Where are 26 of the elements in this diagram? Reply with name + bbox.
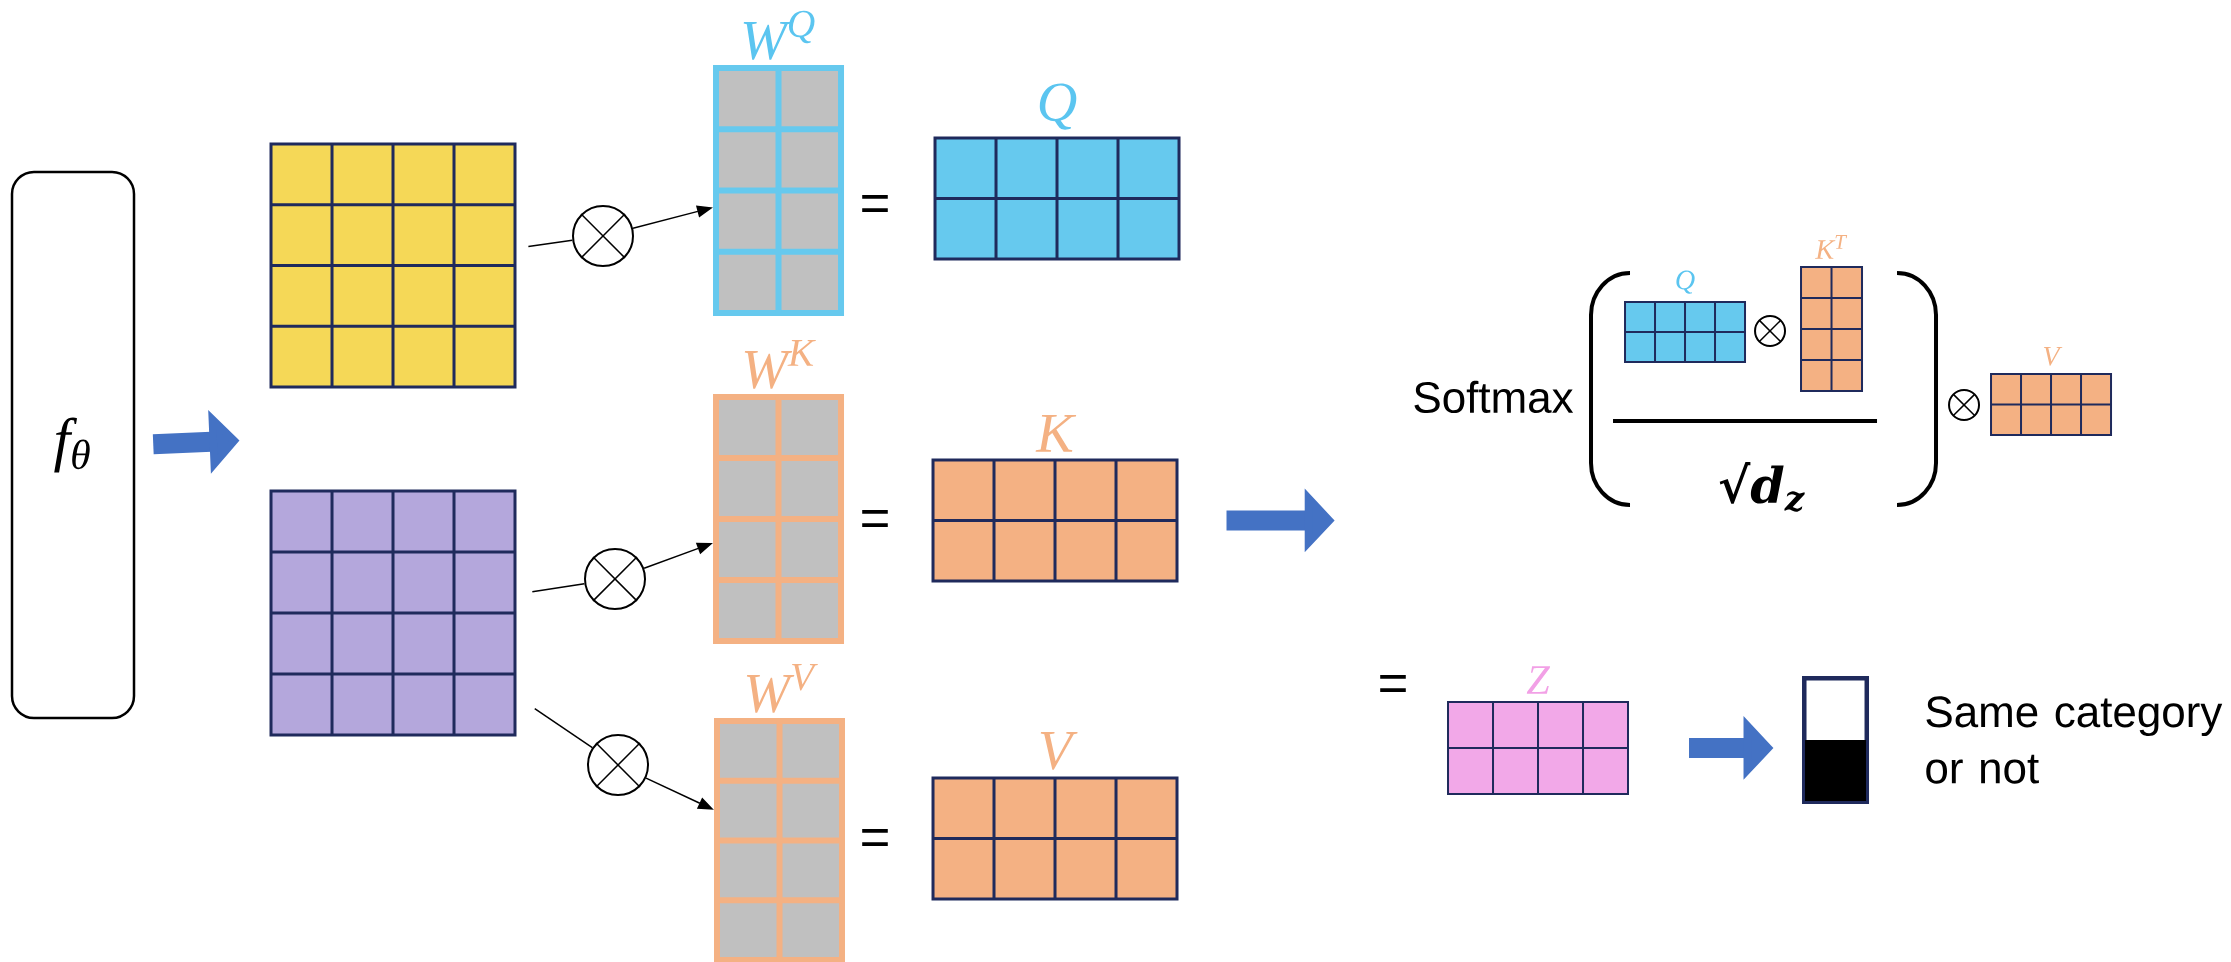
matrix-label: K$^{T}$ (1815, 235, 1848, 259)
caption-text: Same category or not (1926, 696, 2223, 784)
formula-term: √d$_{z}$ (1719, 462, 1805, 512)
equals-sign: = (862, 829, 888, 847)
matrix-label: K (1035, 414, 1077, 452)
equals-sign: = (1380, 675, 1406, 693)
matrix-label: W$^{K}$ (744, 340, 816, 389)
matrix (269, 142, 517, 389)
matrix-label: Q (1039, 83, 1077, 130)
matrix-label: Z (1526, 666, 1551, 694)
matrix-label: W$^{Q}$ (743, 10, 815, 60)
connector-line (527, 239, 574, 248)
equals-sign: = (862, 195, 888, 213)
rounded-box: f$_{θ}$ (10, 170, 136, 720)
multiply-symbol (584, 548, 646, 610)
equals-sign: = (862, 510, 888, 528)
connector-line (531, 582, 586, 593)
matrix-label: Q (1676, 270, 1695, 294)
matrix-label: V (2043, 346, 2063, 366)
function-label: Softmax (1414, 380, 1574, 414)
multiply-symbol (587, 734, 649, 796)
matrix-label: W$^{V}$ (746, 664, 818, 713)
matrix (269, 489, 517, 737)
multiply-symbol (572, 204, 634, 267)
matrix-label: V (1040, 732, 1078, 770)
connector-line (534, 707, 594, 749)
